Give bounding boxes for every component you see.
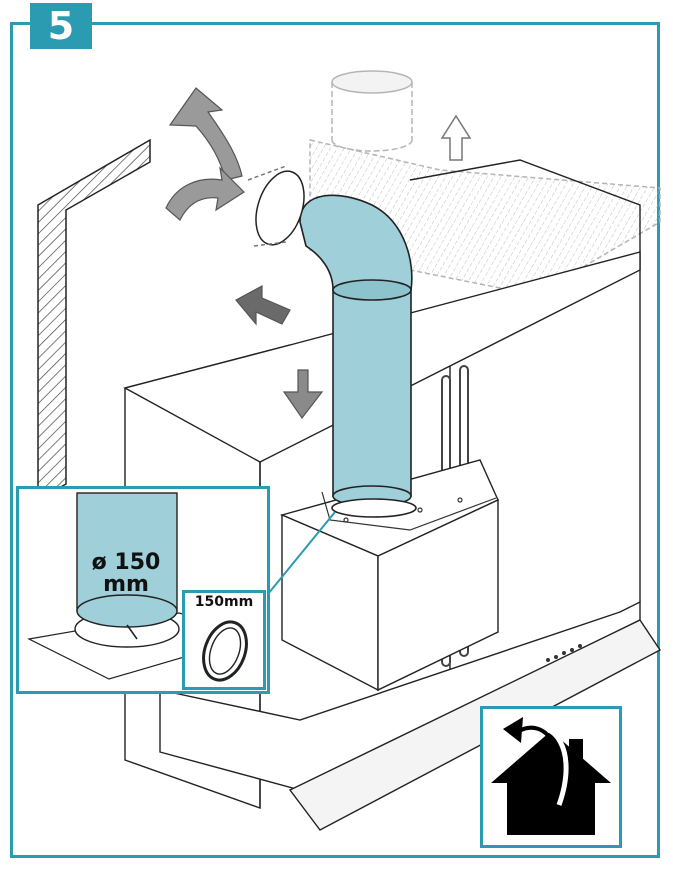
inset-leader-line bbox=[267, 511, 336, 595]
house-exhaust-icon bbox=[491, 717, 611, 835]
arrow-icon bbox=[440, 114, 472, 161]
hood-control-buttons bbox=[546, 644, 582, 662]
hood-canopy bbox=[159, 600, 662, 831]
duct-diameter-unit: mm bbox=[103, 572, 149, 597]
ring-size-label: 150mm bbox=[194, 594, 254, 610]
house-exhaust-badge bbox=[480, 706, 622, 848]
mounting-bracket bbox=[321, 491, 497, 531]
duct-diameter-label: ø 150 mm bbox=[76, 552, 176, 596]
duct-diameter-value: ø 150 bbox=[91, 550, 161, 575]
ring-detail-inset bbox=[182, 590, 266, 690]
diagram-frame bbox=[10, 22, 660, 858]
ring-illustration bbox=[202, 620, 248, 682]
step-number-badge: 5 bbox=[30, 3, 92, 49]
duct-connector-ring bbox=[247, 165, 305, 247]
exhaust-duct-icon bbox=[299, 194, 417, 518]
arrow-icon bbox=[165, 87, 324, 420]
